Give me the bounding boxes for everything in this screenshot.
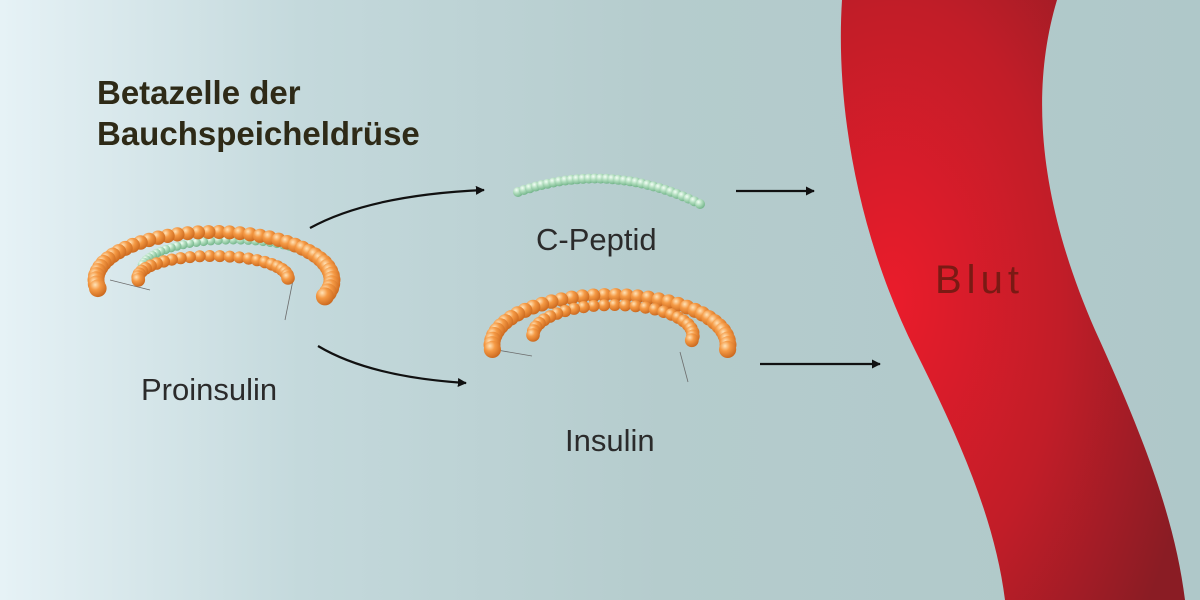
bead bbox=[183, 251, 196, 264]
insulin-molecule-icon bbox=[483, 288, 737, 383]
page-title: Betazelle der Bauchspeicheldrüse bbox=[97, 72, 420, 154]
bead bbox=[619, 288, 634, 303]
bead bbox=[608, 288, 623, 303]
title-line-1: Betazelle der bbox=[97, 74, 301, 111]
bead bbox=[619, 299, 632, 312]
bead bbox=[526, 328, 540, 342]
bead bbox=[212, 225, 226, 239]
label-blut: Blut bbox=[935, 258, 1024, 302]
bead bbox=[575, 289, 590, 304]
bead bbox=[191, 225, 205, 240]
bead bbox=[191, 238, 201, 247]
bead bbox=[629, 300, 642, 313]
bead bbox=[233, 251, 246, 264]
bead bbox=[639, 301, 652, 314]
arrow-proinsulin-to-insulin bbox=[317, 345, 467, 387]
bead bbox=[199, 237, 208, 247]
bead bbox=[223, 250, 236, 263]
bead bbox=[315, 287, 334, 306]
bead bbox=[630, 289, 645, 304]
bead bbox=[201, 225, 216, 240]
bead bbox=[222, 225, 237, 240]
bead bbox=[131, 273, 146, 287]
bead bbox=[587, 299, 600, 312]
bead bbox=[483, 340, 501, 358]
bead bbox=[598, 299, 611, 312]
blood-vessel-icon bbox=[840, 0, 1185, 600]
bead bbox=[213, 250, 226, 263]
bead bbox=[232, 226, 247, 241]
bead bbox=[89, 279, 107, 298]
proinsulin-molecule-icon bbox=[87, 225, 341, 321]
bead bbox=[193, 250, 206, 263]
c-peptide-chain-icon bbox=[513, 173, 705, 209]
label-proinsulin: Proinsulin bbox=[141, 372, 278, 407]
bead bbox=[719, 340, 737, 358]
bead bbox=[281, 271, 295, 285]
label-insulin: Insulin bbox=[565, 423, 655, 458]
bead bbox=[684, 333, 699, 348]
bead bbox=[608, 299, 621, 311]
bead bbox=[577, 301, 590, 314]
bead bbox=[203, 250, 216, 262]
label-c-peptid: C-Peptid bbox=[536, 222, 657, 257]
bead bbox=[695, 199, 705, 209]
bead bbox=[597, 288, 612, 303]
title-line-2: Bauchspeicheldrüse bbox=[97, 115, 420, 152]
arrow-proinsulin-to-cpeptid bbox=[309, 185, 485, 229]
bead bbox=[586, 288, 601, 303]
